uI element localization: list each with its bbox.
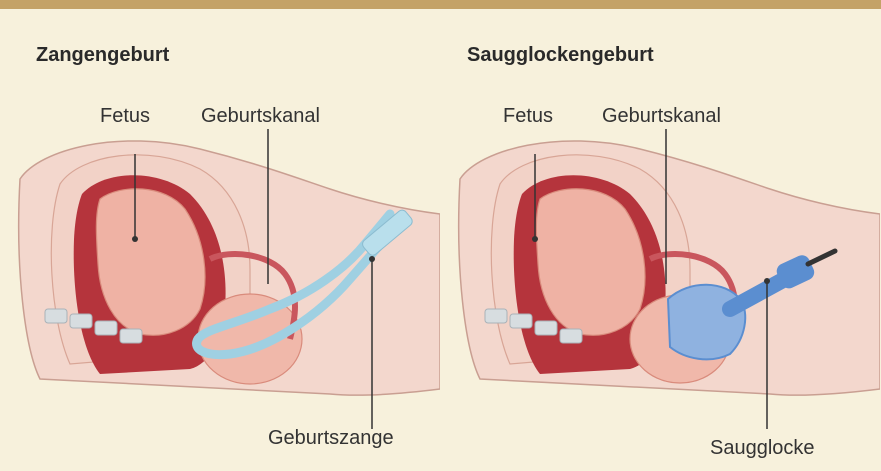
header-bar: [0, 0, 881, 9]
label-forceps: Geburtszange: [268, 427, 394, 450]
label-birth-canal: Geburtskanal: [602, 105, 721, 128]
label-fetus: Fetus: [100, 105, 150, 128]
vacuum-delivery-illustration: [440, 9, 880, 471]
forceps-delivery-illustration: [0, 9, 440, 471]
vacuum-delivery-panel: Saugglockengeburt Fetus Geburtskanal Sau…: [440, 9, 880, 471]
label-fetus: Fetus: [503, 105, 553, 128]
label-vacuum: Saugglocke: [710, 437, 815, 460]
forceps-delivery-panel: Zangengeburt Fetus Geburts: [0, 9, 440, 471]
label-birth-canal: Geburtskanal: [201, 105, 320, 128]
fetus-head: [198, 294, 302, 384]
